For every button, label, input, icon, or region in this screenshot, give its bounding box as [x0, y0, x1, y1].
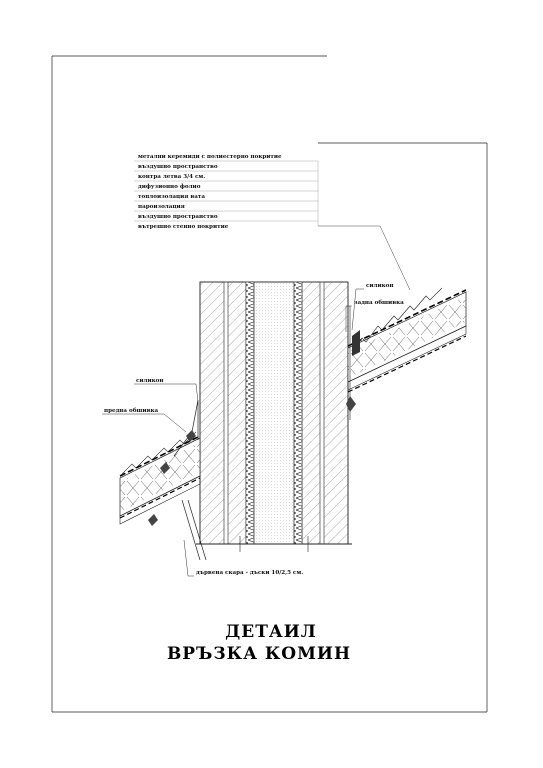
- callout-wood-grating: дървена скара - дъски 10/2,5 см.: [196, 570, 303, 576]
- layer-legend: метални керемиди с полиестерно покритие …: [134, 154, 319, 230]
- legend-item: въздушно пространство: [138, 164, 218, 170]
- legend-item: дифузионно фолио: [138, 183, 201, 190]
- callouts: силикон задна обшивка силикон предна обш…: [102, 283, 404, 577]
- legend-item: топлоизолация вата: [138, 194, 205, 200]
- drawing-title: ДЕТАИЛ ВРЪЗКА КОМИН: [167, 622, 351, 664]
- legend-item: вътрешно стенно покритие: [138, 224, 229, 230]
- roof-left: [119, 399, 207, 561]
- callout-back-flashing: задна обшивка: [354, 299, 404, 306]
- sheet-frame: [51, 55, 488, 713]
- chimney-section: [196, 281, 352, 552]
- roof-right: [346, 287, 467, 420]
- callout-silicone-left: силикон: [136, 378, 164, 384]
- legend-item: контра летва 3/4 см.: [138, 174, 205, 180]
- title-line-1: ДЕТАИЛ: [225, 622, 317, 642]
- legend-item: въздушно пространство: [138, 214, 218, 220]
- title-line-2: ВРЪЗКА КОМИН: [167, 644, 351, 664]
- legend-item: метални керемиди с полиестерно покритие: [138, 154, 282, 160]
- legend-leader-lines: [318, 225, 411, 291]
- callout-silicone-right: силикон: [366, 283, 394, 289]
- callout-front-flashing: предна обшивка: [104, 407, 159, 414]
- legend-item: пароизолация: [138, 204, 185, 210]
